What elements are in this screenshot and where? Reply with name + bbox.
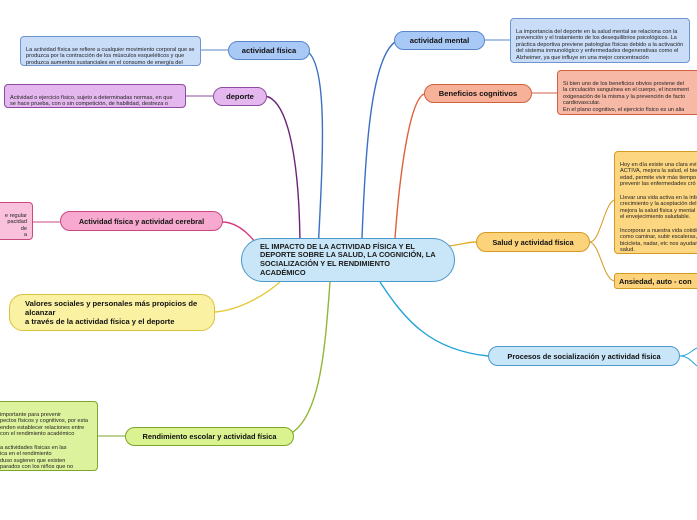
- note-rendimiento-text: importante para prevenir pectos físicos …: [0, 411, 88, 471]
- topic-beneficios[interactable]: Beneficios cognitivos: [424, 84, 532, 103]
- topic-deporte-label: deporte: [226, 92, 254, 101]
- note-beneficios[interactable]: Si bien uno de los beneficios obvios pro…: [557, 70, 697, 115]
- link-rendimiento: [287, 281, 331, 436]
- note-actividad-mental-text: La importancia del deporte en la salud m…: [516, 28, 684, 61]
- link-socializacion-out: [679, 347, 697, 357]
- link-beneficios: [394, 93, 425, 239]
- link-deporte: [264, 95, 301, 253]
- link-note-salud: [589, 199, 615, 243]
- note-deporte-text: Actividad o ejercicio físico, sujeto a d…: [10, 94, 173, 108]
- link-ansiedad: [589, 241, 615, 282]
- note-actividad-cerebral[interactable]: e regular pacidad de a memoria. me la: [0, 202, 33, 240]
- note-salud[interactable]: Hoy en día existe una clara evi ACTIVA, …: [614, 151, 697, 254]
- topic-actividad-mental-label: actividad mental: [409, 36, 470, 45]
- topic-salud[interactable]: Salud y actividad física: [476, 232, 590, 252]
- topic-beneficios-label: Beneficios cognitivos: [438, 89, 518, 98]
- topic-rendimiento[interactable]: Rendimiento escolar y actividad física: [125, 427, 294, 446]
- note-salud-text: Hoy en día existe una clara evi ACTIVA, …: [620, 161, 697, 254]
- topic-salud-label: Salud y actividad física: [492, 237, 574, 247]
- topic-ansiedad-label: Ansiedad, auto - con: [619, 276, 692, 286]
- topic-actividad-fisica-label: actividad física: [241, 46, 297, 55]
- note-beneficios-text: Si bien uno de los beneficios obvios pro…: [563, 80, 689, 114]
- note-actividad-mental[interactable]: La importancia del deporte en la salud m…: [510, 18, 690, 63]
- link-actividad-mental: [361, 41, 396, 239]
- topic-rendimiento-label: Rendimiento escolar y actividad física: [142, 432, 277, 441]
- topic-ansiedad[interactable]: Ansiedad, auto - con: [614, 273, 697, 289]
- note-rendimiento[interactable]: importante para prevenir pectos físicos …: [0, 401, 98, 471]
- topic-actividad-mental[interactable]: actividad mental: [394, 31, 485, 50]
- link-actividad-fisica: [304, 49, 324, 253]
- link-socializacion-out2: [679, 355, 697, 367]
- topic-actividad-cerebral[interactable]: Actividad física y actividad cerebral: [60, 211, 223, 231]
- topic-actividad-cerebral-label: Actividad física y actividad cerebral: [78, 216, 205, 226]
- topic-socializacion[interactable]: Procesos de socialización y actividad fí…: [488, 346, 680, 366]
- central-topic[interactable]: EL IMPACTO DE LA ACTIVIDAD FÍSICA Y EL D…: [241, 238, 455, 282]
- topic-socializacion-label: Procesos de socialización y actividad fí…: [507, 351, 661, 361]
- topic-deporte[interactable]: deporte: [213, 87, 267, 106]
- topic-actividad-fisica[interactable]: actividad física: [228, 41, 310, 60]
- link-socializacion: [379, 281, 489, 357]
- note-actividad-fisica-text: La actividad física se refiere a cualqui…: [26, 46, 195, 66]
- central-topic-title: EL IMPACTO DE LA ACTIVIDAD FÍSICA Y EL D…: [260, 241, 436, 277]
- note-actividad-fisica[interactable]: La actividad física se refiere a cualqui…: [20, 36, 201, 66]
- topic-valores-label: Valores sociales y personales más propic…: [25, 299, 198, 326]
- note-deporte[interactable]: Actividad o ejercicio físico, sujeto a d…: [4, 84, 186, 108]
- link-valores: [214, 281, 281, 313]
- note-actividad-cerebral-text: e regular pacidad de a memoria. me la: [4, 212, 27, 239]
- topic-valores[interactable]: Valores sociales y personales más propic…: [9, 294, 215, 331]
